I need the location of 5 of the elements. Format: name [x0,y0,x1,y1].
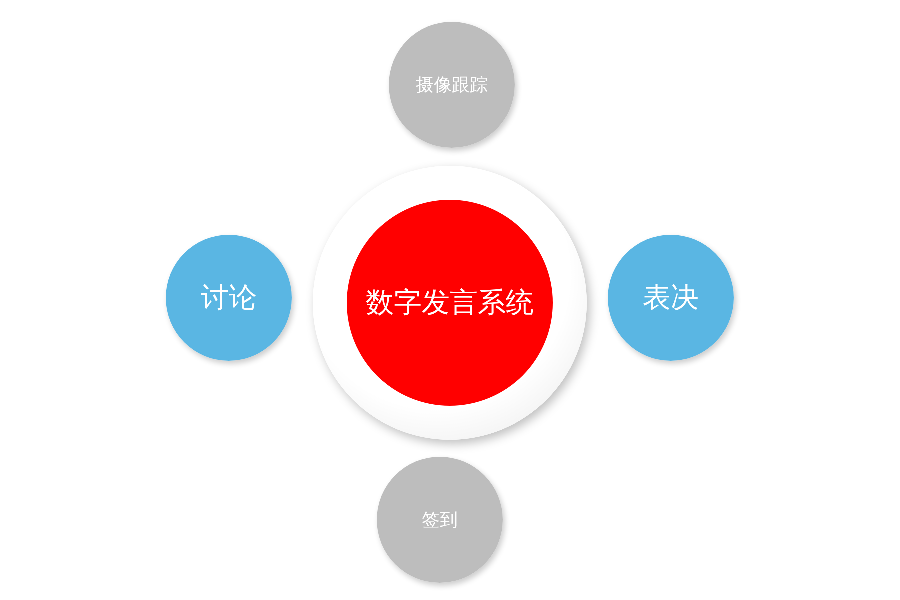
topic-circle: 签到 [377,457,503,583]
disc-label: 数字发言系统 [366,285,534,321]
topic-circle: 摄像跟踪 [389,22,515,148]
topic-circle: 讨论 [166,235,292,361]
topic-circle: 表决 [608,235,734,361]
